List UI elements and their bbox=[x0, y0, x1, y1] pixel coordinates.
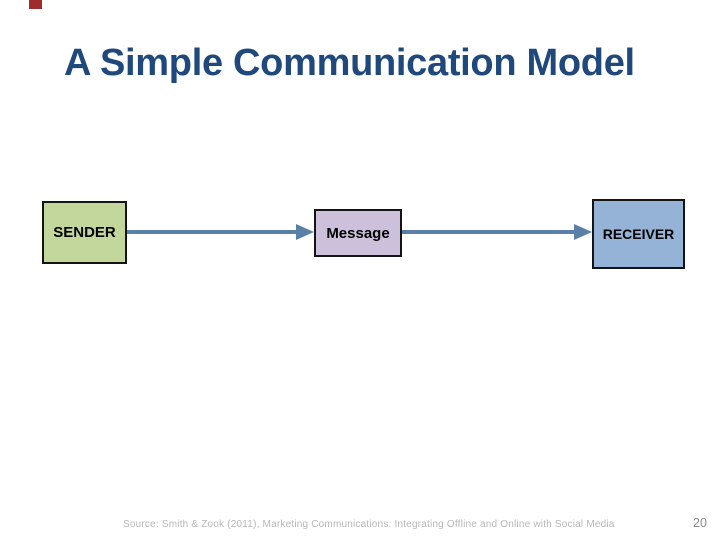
arrow-head-icon bbox=[296, 224, 314, 240]
receiver-label: RECEIVER bbox=[602, 226, 675, 242]
diagram-node-receiver: RECEIVER bbox=[592, 199, 685, 269]
sender-label: SENDER bbox=[53, 224, 116, 241]
slide-title: A Simple Communication Model bbox=[64, 42, 635, 84]
page-number: 20 bbox=[693, 516, 707, 530]
diagram-node-sender: SENDER bbox=[42, 201, 127, 264]
arrow-message-to-receiver bbox=[402, 224, 592, 240]
arrow-shaft bbox=[127, 230, 297, 234]
arrow-head-icon bbox=[574, 224, 592, 240]
arrow-sender-to-message bbox=[127, 224, 314, 240]
arrow-shaft bbox=[402, 230, 575, 234]
message-label: Message bbox=[326, 224, 390, 242]
source-citation: Source: Smith & Zook (2011), Marketing C… bbox=[123, 519, 615, 530]
slide-accent-square bbox=[29, 0, 42, 9]
diagram-node-message: Message bbox=[314, 209, 402, 257]
